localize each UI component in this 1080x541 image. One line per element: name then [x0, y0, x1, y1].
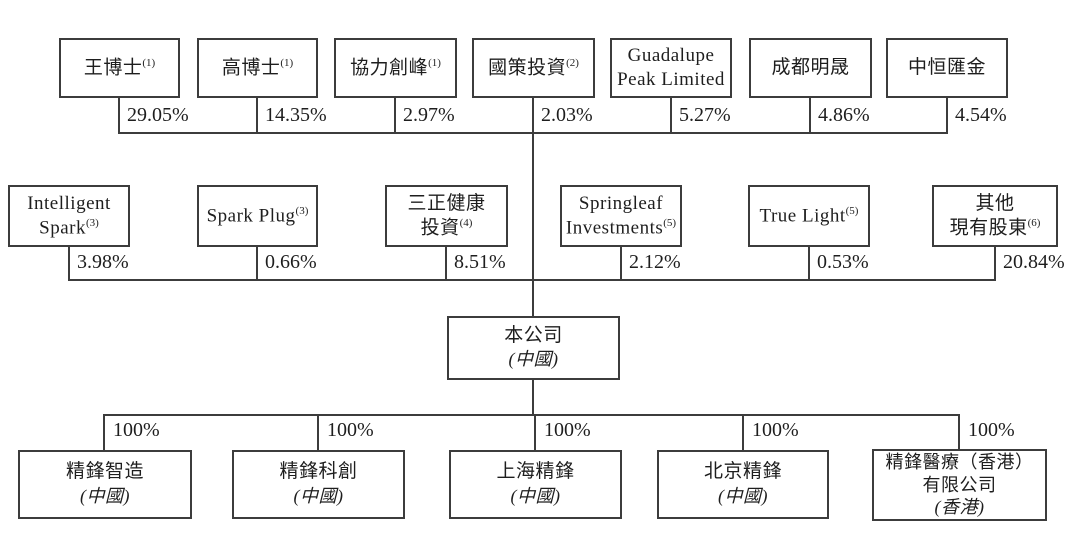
ownership-pct: 4.86%: [818, 104, 870, 126]
ownership-pct: 3.98%: [77, 251, 129, 273]
ownership-pct: 100%: [544, 419, 591, 441]
connector-line: [809, 98, 811, 134]
connector-line: [103, 414, 105, 450]
ownership-pct: 100%: [752, 419, 799, 441]
subsidiary-region: (中國): [510, 485, 561, 506]
shareholder-box-zhongheng-huijin: 中恒匯金: [886, 38, 1008, 98]
subsidiary-box-jingfeng-zhizao: 精鋒智造(中國): [18, 450, 192, 519]
ownership-pct: 100%: [327, 419, 374, 441]
connector-line: [256, 98, 258, 134]
shareholder-box-wang-boshi: 王博士(1): [59, 38, 180, 98]
footnote-marker: (4): [459, 216, 473, 229]
footnote-marker: (1): [428, 56, 441, 69]
ownership-pct: 2.03%: [541, 104, 593, 126]
shareholder-box-guadalupe-peak: Guadalupe Peak Limited: [610, 38, 732, 98]
connector-line: [670, 98, 672, 134]
connector-line: [958, 414, 960, 450]
shareholder-label: 高博士(1): [221, 56, 294, 78]
connector-line: [808, 247, 810, 281]
shareholder-label: 三正健康投資(4): [407, 192, 486, 239]
ownership-pct: 2.97%: [403, 104, 455, 126]
ownership-pct: 20.84%: [1003, 251, 1065, 273]
shareholder-box-xieli-chuangfeng: 協力創峰(1): [334, 38, 457, 98]
subsidiary-box-beijing-jingfeng: 北京精鋒(中國): [657, 450, 829, 519]
ownership-pct: 2.12%: [629, 251, 681, 273]
subsidiary-region: (中國): [293, 485, 344, 506]
subsidiary-box-jingfeng-kechuang: 精鋒科創(中國): [232, 450, 405, 519]
company-label: 本公司(中國): [504, 324, 563, 369]
footnote-marker: (2): [566, 56, 579, 69]
shareholder-label: 成都明晟: [771, 56, 850, 78]
company-box: 本公司(中國): [447, 316, 620, 380]
ownership-pct: 4.54%: [955, 104, 1007, 126]
footnote-marker: (3): [295, 204, 309, 217]
shareholder-label: True Light(5): [759, 204, 859, 226]
shareholder-box-spark-plug: Spark Plug(3): [197, 185, 318, 247]
shareholder-label: 王博士(1): [83, 56, 156, 78]
shareholder-label: Spark Plug(3): [206, 204, 309, 226]
subsidiary-box-shanghai-jingfeng: 上海精鋒(中國): [449, 450, 622, 519]
connector-line: [256, 247, 258, 281]
company-region: (中國): [508, 349, 559, 369]
shareholder-box-chengdu-mingsheng: 成都明晟: [749, 38, 872, 98]
shareholder-box-gao-boshi: 高博士(1): [197, 38, 318, 98]
connector-line: [534, 414, 536, 450]
connector-bus-top: [118, 132, 948, 134]
connector-line: [118, 98, 120, 134]
shareholder-label: 其他現有股東(6): [949, 192, 1041, 239]
ownership-pct: 29.05%: [127, 104, 189, 126]
footnote-marker: (5): [845, 204, 859, 217]
shareholder-box-guoce-touzi: 國策投資(2): [472, 38, 595, 98]
shareholder-box-sanzheng-jiankang: 三正健康投資(4): [385, 185, 508, 247]
connector-line: [620, 247, 622, 281]
subsidiary-region: (中國): [717, 485, 768, 506]
connector-line: [742, 414, 744, 450]
connector-bus-bottom: [103, 414, 960, 416]
connector-bus-middle: [68, 279, 996, 281]
connector-line: [68, 247, 70, 281]
subsidiary-label: 精鋒科創(中國): [279, 461, 358, 506]
footnote-marker: (1): [142, 56, 156, 69]
footnote-marker: (6): [1027, 216, 1041, 229]
footnote-marker: (1): [280, 56, 294, 69]
shareholder-box-true-light: True Light(5): [748, 185, 870, 247]
subsidiary-label: 精鋒智造(中國): [65, 461, 144, 506]
subsidiary-label: 精鋒醫療（香港）有限公司(香港): [885, 452, 1034, 518]
shareholder-label: 國策投資(2): [488, 56, 579, 78]
shareholder-label: Guadalupe Peak Limited: [617, 44, 725, 90]
shareholder-label: 中恒匯金: [907, 56, 986, 78]
connector-line: [317, 414, 319, 450]
connector-line: [946, 98, 948, 134]
ownership-pct: 5.27%: [679, 104, 731, 126]
connector-line-trunk: [532, 98, 534, 316]
connector-line: [394, 98, 396, 134]
connector-line: [445, 247, 447, 281]
subsidiary-region: (香港): [934, 497, 985, 518]
ownership-pct: 0.66%: [265, 251, 317, 273]
shareholder-label: 協力創峰(1): [350, 56, 441, 78]
connector-line-trunk: [532, 380, 534, 416]
footnote-marker: (3): [86, 216, 99, 229]
footnote-marker: (5): [663, 216, 677, 229]
subsidiary-label: 上海精鋒(中國): [496, 461, 575, 506]
ownership-pct: 100%: [113, 419, 160, 441]
subsidiary-region: (中國): [79, 485, 130, 506]
subsidiary-label: 北京精鋒(中國): [703, 461, 782, 506]
ownership-pct: 14.35%: [265, 104, 327, 126]
subsidiary-box-jingfeng-yiliao-hk: 精鋒醫療（香港）有限公司(香港): [872, 449, 1047, 521]
ownership-pct: 0.53%: [817, 251, 869, 273]
ownership-pct: 100%: [968, 419, 1015, 441]
ownership-pct: 8.51%: [454, 251, 506, 273]
shareholder-box-other-shareholders: 其他現有股東(6): [932, 185, 1058, 247]
connector-line: [994, 247, 996, 281]
